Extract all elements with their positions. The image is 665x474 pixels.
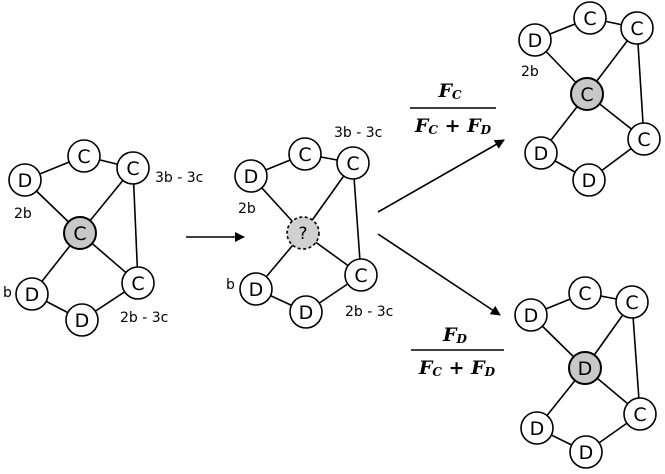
node-d: D xyxy=(524,136,558,170)
node-d: D xyxy=(8,163,42,197)
svg-text:C: C xyxy=(126,158,139,180)
svg-text:D: D xyxy=(244,166,259,188)
node-c: C xyxy=(620,11,654,45)
graph-top-right: D C C C C D D 2b xyxy=(518,1,661,197)
node-c: C xyxy=(568,276,602,310)
svg-text:D: D xyxy=(75,310,90,332)
node-d: D xyxy=(514,298,548,332)
node-c: C xyxy=(116,151,150,185)
svg-text:C: C xyxy=(637,129,650,151)
svg-text:FC: FC xyxy=(437,80,462,102)
node-d: D xyxy=(289,295,323,329)
formula-cooperate: FC FC + FD xyxy=(410,80,496,137)
svg-text:D: D xyxy=(25,284,40,306)
node-c: C xyxy=(627,122,661,156)
svg-text:C: C xyxy=(580,84,593,106)
svg-text:D: D xyxy=(582,170,597,192)
payoff-label: 3b - 3c xyxy=(155,170,203,186)
node-c: C xyxy=(288,137,322,171)
node-c: C xyxy=(121,266,155,300)
payoff-label: 3b - 3c xyxy=(334,125,382,141)
node-d: D xyxy=(518,23,552,57)
node-center-d: D xyxy=(568,351,602,385)
svg-text:D: D xyxy=(530,418,545,440)
node-c: C xyxy=(344,258,378,292)
formula-defect: FD FC + FD xyxy=(411,324,504,379)
svg-text:C: C xyxy=(578,283,591,305)
svg-text:C: C xyxy=(633,404,646,426)
node-d: D xyxy=(572,163,606,197)
graph-middle: D C C ? C D D 3b - 3c 2b b 2b - 3c xyxy=(226,125,393,329)
svg-text:C: C xyxy=(131,273,144,295)
svg-text:D: D xyxy=(18,170,33,192)
branch-arrow-cooperate xyxy=(377,139,505,213)
svg-text:C: C xyxy=(630,18,643,40)
svg-text:C: C xyxy=(583,8,596,30)
svg-text:FC + FD: FC + FD xyxy=(414,115,492,137)
svg-text:D: D xyxy=(578,358,593,380)
node-d: D xyxy=(65,303,99,337)
payoff-label: 2b xyxy=(521,64,539,80)
svg-text:C: C xyxy=(77,146,90,168)
svg-text:D: D xyxy=(528,30,543,52)
node-c: C xyxy=(615,285,649,319)
svg-text:FD: FD xyxy=(442,324,468,346)
node-d: D xyxy=(569,435,603,469)
svg-text:?: ? xyxy=(298,224,307,244)
node-d: D xyxy=(520,411,554,445)
node-d: D xyxy=(239,272,273,306)
payoff-label: b xyxy=(3,285,12,301)
svg-text:D: D xyxy=(299,302,314,324)
node-c: C xyxy=(336,146,370,180)
svg-text:C: C xyxy=(298,144,311,166)
node-center-c: C xyxy=(570,77,604,111)
payoff-label: 2b xyxy=(238,201,256,217)
node-c: C xyxy=(623,397,657,431)
node-c: C xyxy=(67,139,101,173)
node-d: D xyxy=(15,277,49,311)
payoff-label: 2b - 3c xyxy=(345,304,393,320)
node-unknown: ? xyxy=(286,216,320,250)
svg-text:D: D xyxy=(249,279,264,301)
svg-text:D: D xyxy=(524,305,539,327)
node-d: D xyxy=(234,159,268,193)
svg-text:D: D xyxy=(534,143,549,165)
payoff-label: 2b - 3c xyxy=(120,310,168,326)
svg-text:D: D xyxy=(579,442,594,464)
payoff-label: b xyxy=(226,277,235,293)
svg-text:C: C xyxy=(625,292,638,314)
payoff-label: 2b xyxy=(14,206,32,222)
node-center-c: C xyxy=(63,216,97,250)
svg-text:FC + FD: FC + FD xyxy=(418,357,496,379)
graph-bottom-right: D C C D C D D xyxy=(514,276,657,469)
branch-arrow-defect xyxy=(377,233,501,316)
svg-text:C: C xyxy=(73,223,86,245)
svg-text:C: C xyxy=(354,265,367,287)
graph-left: D C C C C D D 3b - 3c 2b b 2b - 3c xyxy=(3,139,203,337)
svg-text:C: C xyxy=(346,153,359,175)
node-c: C xyxy=(573,1,607,35)
